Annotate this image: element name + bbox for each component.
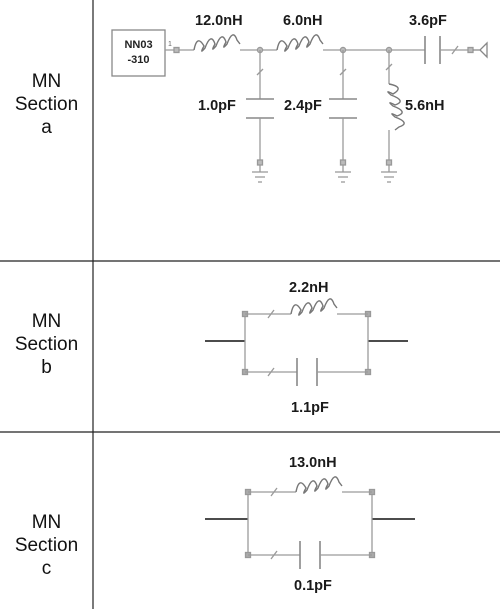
section-c-circuit — [205, 476, 415, 569]
series-inductor-1 — [193, 34, 241, 52]
chip-label-line-2: -310 — [127, 54, 149, 66]
section-b-label: MN Section b — [14, 311, 79, 378]
pin-node — [173, 46, 180, 54]
parallel-inductor-b — [290, 298, 338, 316]
antenna-chip-box — [111, 29, 166, 77]
antenna-end-icon — [473, 41, 488, 59]
inductor-b-value: 2.2nH — [289, 280, 329, 296]
shunt-capacitor-1-value: 1.0pF — [198, 98, 236, 114]
capacitor-c-value: 0.1pF — [294, 578, 332, 594]
series-inductor-2 — [276, 34, 324, 52]
ground-icon-3 — [381, 171, 397, 183]
series-inductor-2-value: 6.0nH — [283, 13, 323, 29]
section-b-circuit — [205, 298, 408, 386]
parallel-inductor-c — [295, 476, 343, 494]
capacitor-b-value: 1.1pF — [291, 400, 329, 416]
shunt-inductor — [387, 83, 405, 131]
section-c-label: MN Section c — [14, 512, 79, 579]
section-a-label: MN Section a — [14, 71, 79, 138]
shunt-inductor-value: 5.6nH — [405, 98, 445, 114]
ground-icon-2 — [335, 171, 351, 183]
chip-label-line-1: NN03 — [124, 39, 152, 51]
series-inductor-1-value: 12.0nH — [195, 13, 243, 29]
inductor-c-value: 13.0nH — [289, 455, 337, 471]
ground-icon-1 — [252, 171, 268, 183]
pin-number: 1 — [168, 41, 172, 48]
shunt-capacitor-2-value: 2.4pF — [284, 98, 322, 114]
section-a-circuit — [111, 29, 488, 183]
series-capacitor-value: 3.6pF — [409, 13, 447, 29]
